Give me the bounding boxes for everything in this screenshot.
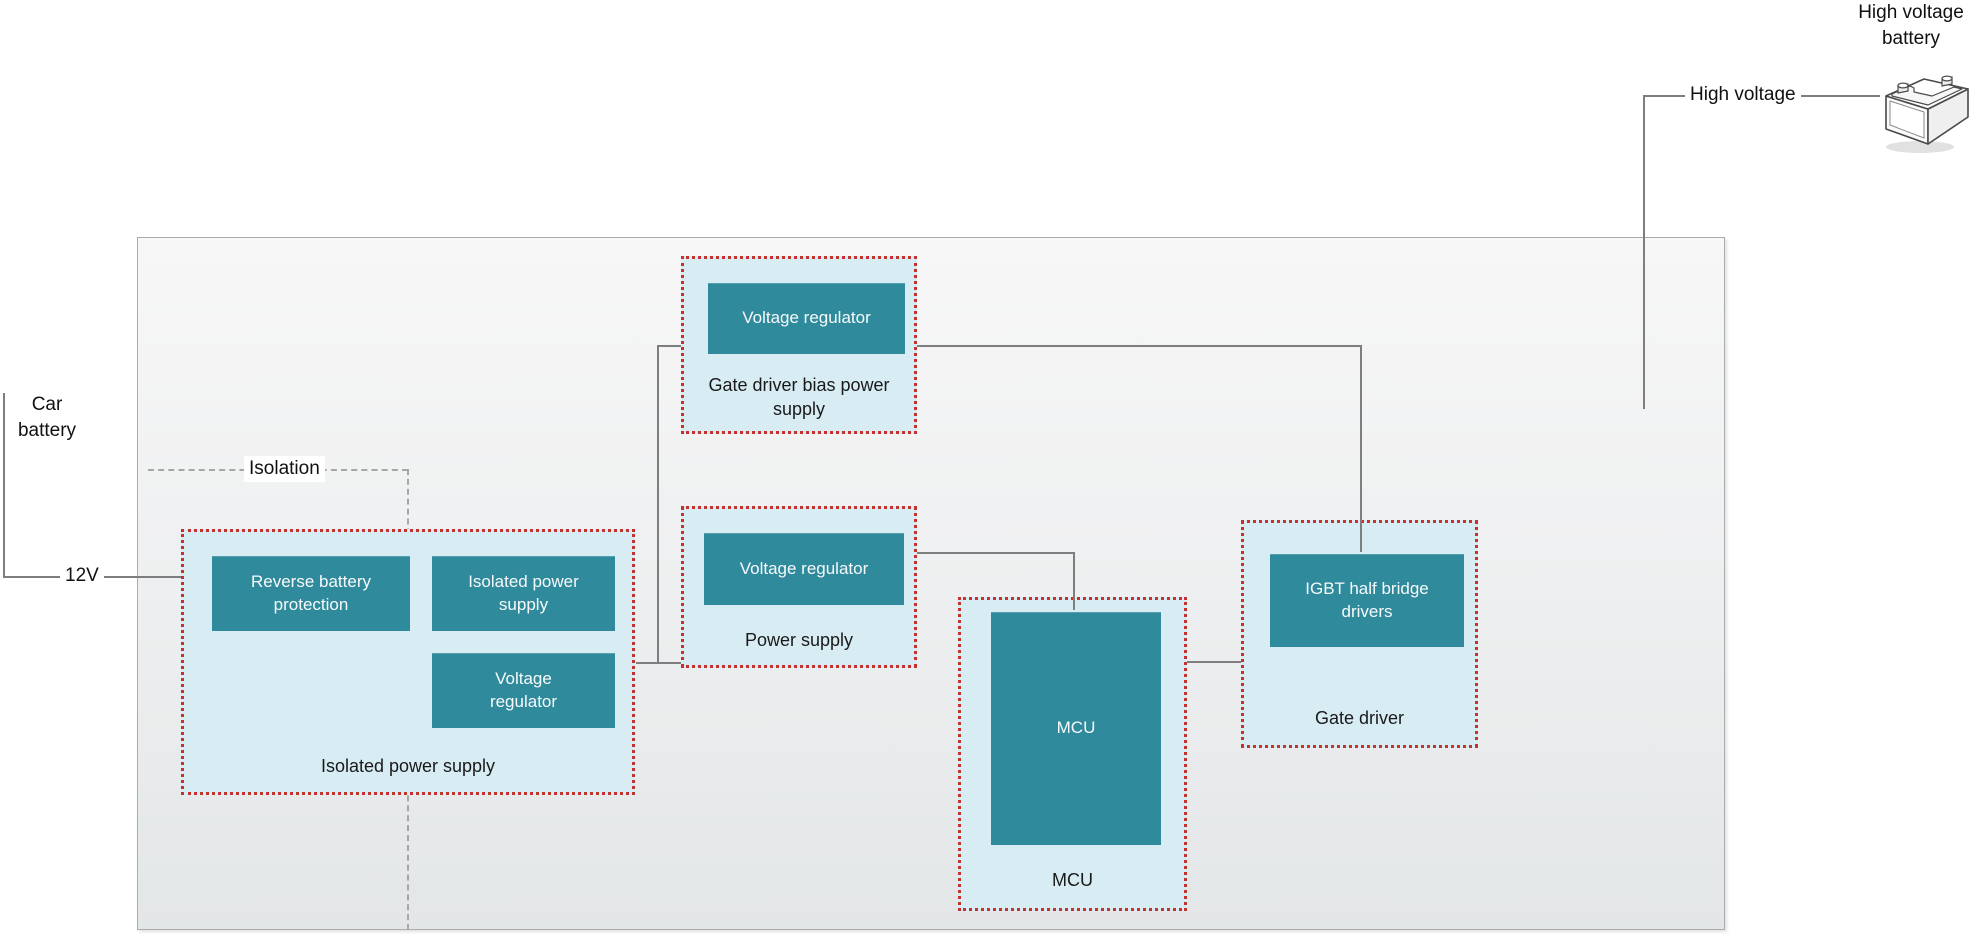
block-voltage-regulator-main: Voltage regulator (704, 533, 904, 605)
block-mcu: MCU (991, 612, 1161, 845)
block-voltage-regulator-isolated: Voltage regulator (432, 653, 615, 728)
block-reverse-battery-protection: Reverse battery protection (212, 556, 410, 631)
connector-mcu-gatedriver (1187, 661, 1242, 663)
group-mcu: MCU MCU (958, 597, 1187, 911)
group-power-supply: Voltage regulator Power supply (681, 506, 917, 668)
connector-isolated-psu-output (636, 662, 682, 664)
connector-powersupply-to-mcu-vertical (1073, 552, 1075, 610)
high-voltage-label: High voltage (1685, 82, 1801, 108)
isolation-label: Isolation (244, 456, 325, 482)
connector-bias-bus-horizontal (657, 345, 1362, 347)
high-voltage-battery-icon (1885, 75, 1969, 153)
block-isolated-power-supply: Isolated power supply (432, 556, 615, 631)
connector-high-voltage-vertical (1643, 95, 1645, 409)
car-battery-label: Car battery (17, 394, 77, 441)
connector-mid-vertical (657, 345, 659, 664)
group-isolated-power-supply: Reverse battery protection Isolated powe… (181, 529, 635, 795)
block-voltage-regulator-bias: Voltage regulator (708, 283, 905, 354)
group-label-gate-driver-bias: Gate driver bias power supply (708, 375, 890, 419)
block-igbt-half-bridge-drivers: IGBT half bridge drivers (1270, 554, 1464, 647)
high-voltage-battery-label: High voltage battery (1858, 2, 1964, 49)
connector-car-battery-vertical (3, 393, 5, 578)
group-label-mcu: MCU (1052, 869, 1093, 890)
group-gate-driver-bias-power-supply: Voltage regulator Gate driver bias power… (681, 256, 917, 434)
group-label-gate-driver: Gate driver (1314, 707, 1405, 728)
group-label-power-supply: Power supply (744, 629, 854, 650)
group-gate-driver: IGBT half bridge drivers Gate driver (1241, 520, 1478, 748)
twelve-volt-label: 12V (60, 563, 104, 589)
group-label-isolated-power-supply: Isolated power supply (320, 755, 496, 776)
connector-powersupply-mcu-horizontal (916, 552, 1075, 554)
connector-bias-to-igbt-vertical (1360, 345, 1362, 552)
